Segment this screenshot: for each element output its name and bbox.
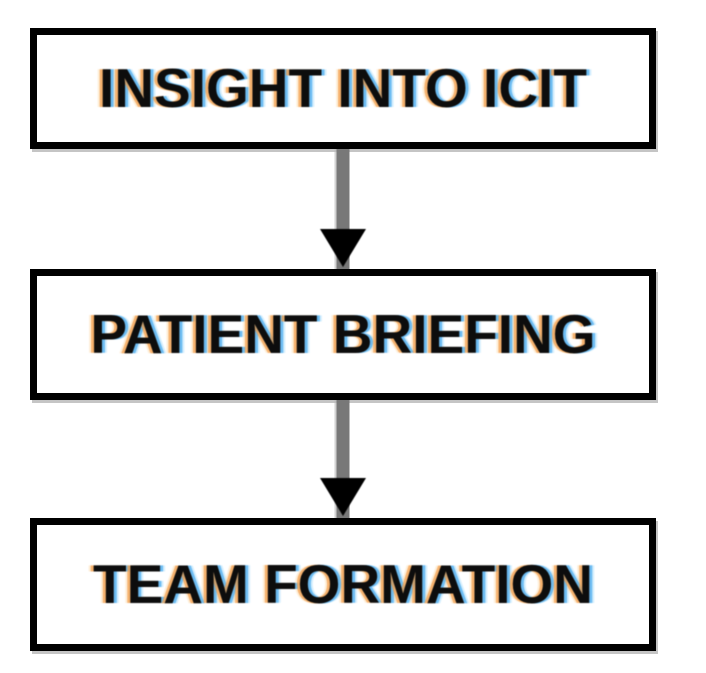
node-label: PATIENT BRIEFING	[90, 303, 596, 365]
node-label: INSIGHT INTO ICIT	[99, 57, 587, 119]
arrow-head-icon	[320, 229, 366, 267]
connector-arrow-1	[30, 149, 656, 269]
flowchart-node-insight-into-icit: INSIGHT INTO ICIT	[30, 28, 656, 149]
connector-arrow-2	[30, 400, 656, 518]
flowchart-node-patient-briefing: PATIENT BRIEFING	[30, 269, 656, 400]
arrow-head-icon	[320, 478, 366, 516]
node-label: TEAM FORMATION	[92, 553, 594, 615]
flowchart-node-team-formation: TEAM FORMATION	[30, 518, 656, 651]
